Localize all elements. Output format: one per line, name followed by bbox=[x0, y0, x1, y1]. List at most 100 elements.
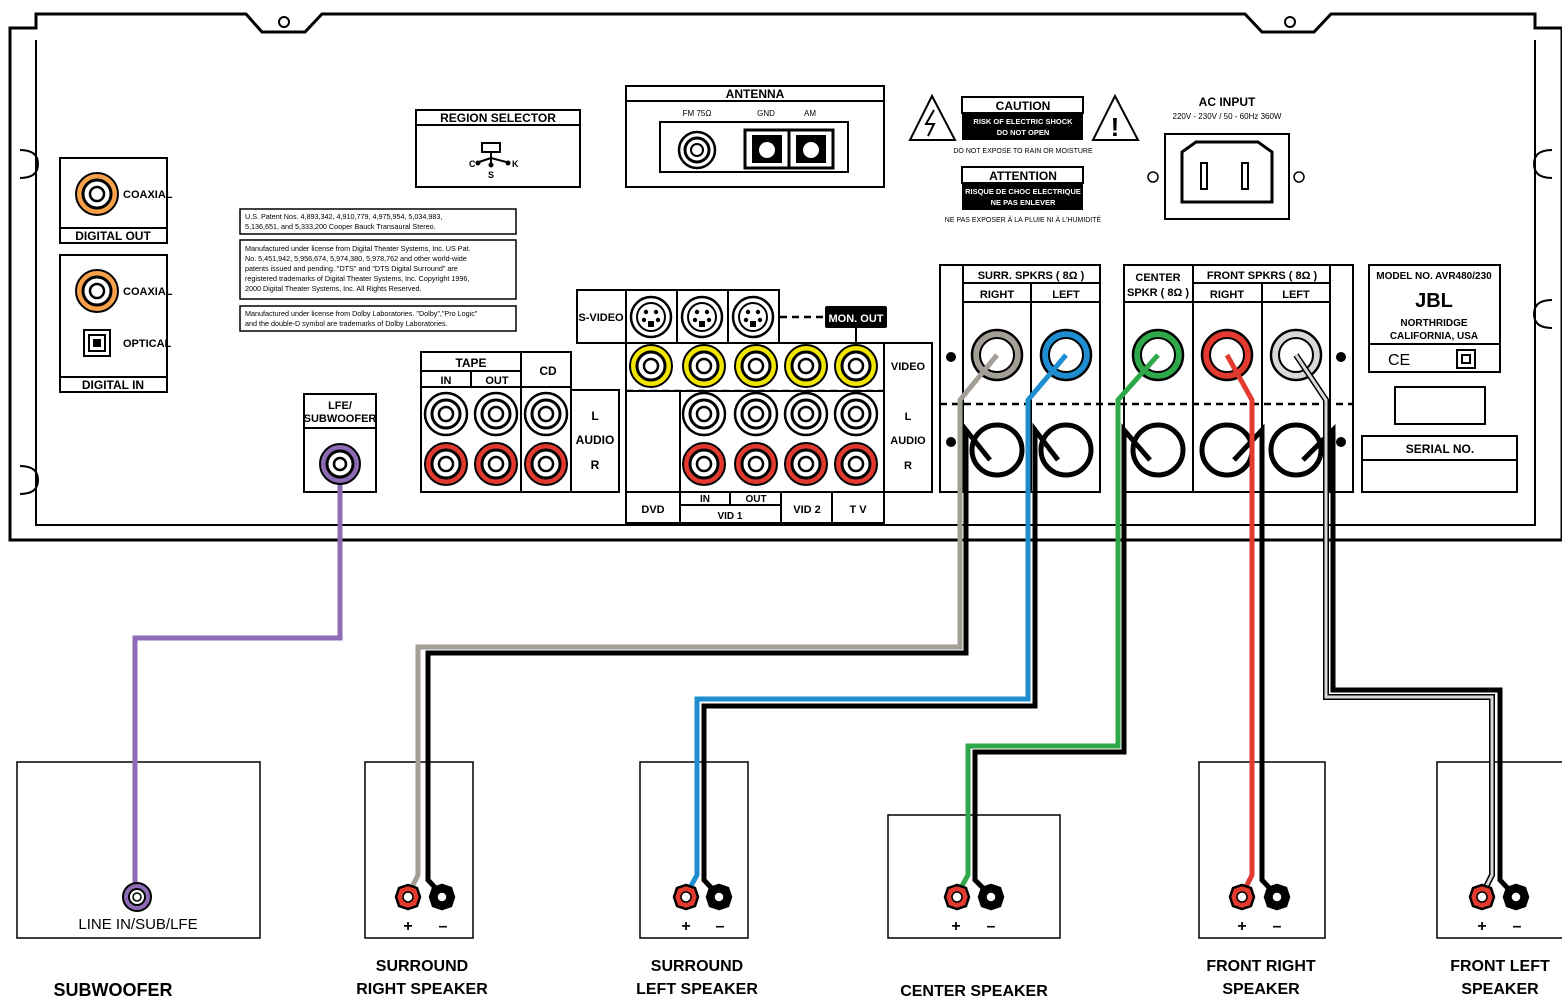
svg-text:NE PAS EXPOSER À LA PLUIE NI À: NE PAS EXPOSER À LA PLUIE NI À L'HUMIDIT… bbox=[945, 215, 1102, 224]
front-left-minus-post[interactable] bbox=[1502, 883, 1530, 911]
svg-text:No. 5,451,942, 5,956,674, 5,97: No. 5,451,942, 5,956,674, 5,974,380, 5,9… bbox=[245, 254, 467, 263]
surround-left-negative-wire bbox=[701, 422, 1060, 897]
tape-in-left-jack[interactable] bbox=[423, 391, 469, 437]
front-speakers-title: FRONT SPKRS ( 8Ω ) bbox=[1207, 270, 1318, 282]
surround-right-speaker: SURROUND RIGHT SPEAKER bbox=[356, 761, 488, 998]
digital-coaxial-out-jack[interactable] bbox=[75, 172, 119, 216]
dvd-svideo-jack[interactable] bbox=[629, 295, 673, 339]
vid1-out-audio-left-jack[interactable] bbox=[733, 391, 779, 437]
center-plus-post[interactable] bbox=[943, 883, 971, 911]
coaxial-out-label: COAXIAL bbox=[123, 189, 173, 201]
cd-left-jack[interactable] bbox=[523, 391, 569, 437]
svg-text:and the double-D symbol are tr: and the double-D symbol are trademarks o… bbox=[245, 319, 448, 328]
cd-right-jack[interactable] bbox=[524, 442, 568, 486]
svg-text:VID 1: VID 1 bbox=[717, 511, 742, 522]
vid1-out-video-jack[interactable] bbox=[734, 344, 778, 388]
svg-text:CENTER: CENTER bbox=[1135, 272, 1180, 284]
surround-left-plus-post[interactable] bbox=[672, 883, 700, 911]
surround-left-negative-terminal[interactable] bbox=[1038, 422, 1094, 478]
svg-text:+: + bbox=[1477, 918, 1486, 935]
front-right-plus-post[interactable] bbox=[1228, 883, 1256, 911]
vid1-in-svideo-jack[interactable] bbox=[680, 295, 724, 339]
svg-text:K: K bbox=[512, 159, 519, 169]
svg-text:+: + bbox=[951, 918, 960, 935]
surround-left-minus-post[interactable] bbox=[705, 883, 733, 911]
svg-text:IN: IN bbox=[700, 494, 710, 505]
region-switch-icon[interactable] bbox=[475, 142, 511, 168]
svg-text:SURROUND: SURROUND bbox=[376, 958, 468, 975]
digital-in-panel: COAXIAL OPTICAL DIGITAL IN bbox=[59, 254, 173, 393]
optical-jack-icon[interactable] bbox=[83, 329, 111, 357]
svg-text:AM: AM bbox=[804, 109, 816, 118]
svg-text:–: – bbox=[987, 918, 996, 935]
surround-right-plus-post[interactable] bbox=[394, 883, 422, 911]
front-left-plus-post[interactable] bbox=[1468, 883, 1496, 911]
lfe-subwoofer-jack[interactable] bbox=[319, 443, 361, 485]
vid2-audio-left-jack[interactable] bbox=[783, 391, 829, 437]
surround-right-negative-terminal[interactable] bbox=[969, 422, 1025, 478]
vid1-in-audio-right-jack[interactable] bbox=[682, 442, 726, 486]
dvd-video-jack[interactable] bbox=[629, 344, 673, 388]
label-placeholder bbox=[1394, 386, 1486, 425]
vid1-in-audio-left-jack[interactable] bbox=[681, 391, 727, 437]
digital-out-panel: COAXIAL DIGITAL OUT bbox=[59, 157, 173, 244]
svg-text:SURROUND: SURROUND bbox=[651, 958, 743, 975]
vid1-in-video-jack[interactable] bbox=[682, 344, 726, 388]
fm-antenna-jack[interactable] bbox=[677, 130, 717, 170]
front-right-minus-post[interactable] bbox=[1263, 883, 1291, 911]
serial-number-label: SERIAL NO. bbox=[1406, 442, 1474, 456]
tv-audio-left-jack[interactable] bbox=[833, 391, 879, 437]
svg-text:CD: CD bbox=[539, 364, 557, 378]
svg-text:RISQUE DE CHOC ELECTRIQUE: RISQUE DE CHOC ELECTRIQUE bbox=[965, 187, 1081, 196]
svg-text:AUDIO: AUDIO bbox=[576, 433, 615, 447]
svg-text:VID 2: VID 2 bbox=[793, 504, 821, 516]
svg-text:Manufactured under license fro: Manufactured under license from Dolby La… bbox=[245, 309, 478, 318]
svg-text:RIGHT SPEAKER: RIGHT SPEAKER bbox=[356, 981, 488, 998]
vid1-out-svideo-jack[interactable] bbox=[731, 295, 775, 339]
vid2-video-jack[interactable] bbox=[784, 344, 828, 388]
vid1-out-audio-right-jack[interactable] bbox=[734, 442, 778, 486]
surround-right-minus-post[interactable] bbox=[428, 883, 456, 911]
svg-text:RIGHT: RIGHT bbox=[980, 289, 1015, 301]
patent-notices: U.S. Patent Nos. 4,893,342, 4,910,779, 4… bbox=[239, 208, 517, 332]
svg-text:FRONT LEFT: FRONT LEFT bbox=[1450, 958, 1550, 975]
center-binding-posts: + – bbox=[943, 883, 1005, 935]
center-negative-terminal[interactable] bbox=[1130, 422, 1186, 478]
svg-text:–: – bbox=[1513, 918, 1522, 935]
caution-title: CAUTION bbox=[996, 99, 1051, 113]
front-left-negative-terminal[interactable] bbox=[1268, 422, 1324, 478]
mon-out-video-jack[interactable] bbox=[834, 344, 878, 388]
warning-icon: ! bbox=[1111, 112, 1120, 142]
svg-text:VIDEO: VIDEO bbox=[891, 361, 926, 373]
surround-right-negative-wire bbox=[425, 422, 992, 897]
svg-text:S-VIDEO: S-VIDEO bbox=[578, 312, 624, 324]
vid2-audio-right-jack[interactable] bbox=[784, 442, 828, 486]
svg-text:NORTHRIDGE: NORTHRIDGE bbox=[1400, 318, 1468, 329]
subwoofer-wire bbox=[132, 464, 343, 895]
center-minus-post[interactable] bbox=[977, 883, 1005, 911]
digital-coaxial-in-jack[interactable] bbox=[75, 269, 119, 313]
subwoofer-input-label: LINE IN/SUB/LFE bbox=[78, 916, 197, 933]
power-socket-icon[interactable] bbox=[1180, 140, 1274, 204]
svg-text:5,136,651, and 5,333,200 Coo: 5,136,651, and 5,333,200 Cooper Bauck Tr… bbox=[245, 222, 436, 231]
surround-left-positive-wire bbox=[683, 353, 1068, 897]
caution-label: ! CAUTION RISK OF ELECTRIC SHOCK DO NOT … bbox=[908, 93, 1140, 155]
subwoofer-speaker: LINE IN/SUB/LFE SUBWOOFER bbox=[16, 761, 261, 1000]
digital-in-title: DIGITAL IN bbox=[82, 378, 144, 392]
mon-out-label: MON. OUT bbox=[829, 313, 884, 325]
tape-cd-panel: TAPE IN OUT CD L AUDIO R bbox=[420, 351, 620, 493]
tape-out-left-jack[interactable] bbox=[473, 391, 519, 437]
surround-left-binding-posts: + – bbox=[672, 883, 733, 935]
tape-out-right-jack[interactable] bbox=[474, 442, 518, 486]
subwoofer-title: SUBWOOFER bbox=[54, 980, 173, 1000]
am-antenna-terminal[interactable] bbox=[743, 128, 835, 170]
subwoofer-line-in-jack[interactable] bbox=[122, 882, 152, 912]
screw-icon bbox=[1336, 437, 1346, 447]
svg-text:–: – bbox=[439, 918, 448, 935]
tv-audio-right-jack[interactable] bbox=[834, 442, 878, 486]
ac-input-title: AC INPUT bbox=[1199, 95, 1256, 109]
tape-in-right-jack[interactable] bbox=[424, 442, 468, 486]
center-negative-wire bbox=[972, 423, 1152, 897]
svg-text:–: – bbox=[1273, 918, 1282, 935]
attention-label: ATTENTION RISQUE DE CHOC ELECTRIQUE NE P… bbox=[945, 166, 1102, 224]
